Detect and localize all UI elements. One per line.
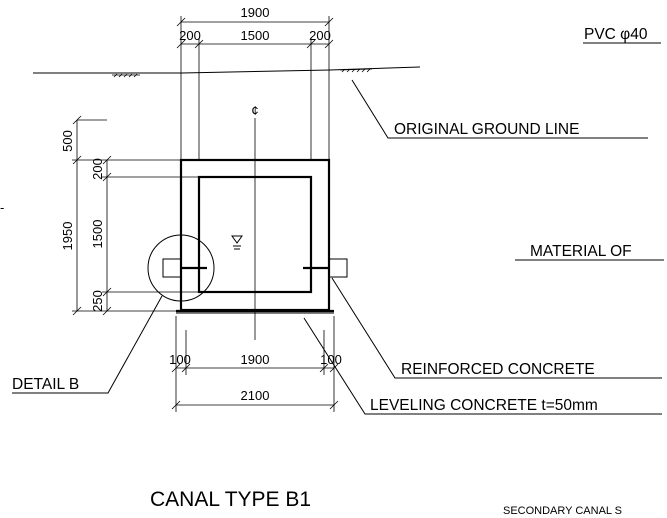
dim-left-1950: 1950 [60,222,75,251]
top-dimensions: 1900 200 1500 200 [176,5,334,160]
pvc-pipe-right [303,258,348,278]
dim-bottom-right: 100 [320,352,342,367]
title-secondary-canal: SECONDARY CANAL S [503,505,622,517]
dim-left-500: 500 [60,130,75,152]
dim-bottom-total: 2100 [241,388,270,403]
title-canal-type: CANAL TYPE B1 [150,488,311,511]
label-original-ground-line: ORIGINAL GROUND LINE [394,121,579,138]
detail-b-circle [147,234,215,302]
label-leveling-concrete: LEVELING CONCRETE t=50mm [370,397,598,414]
dim-left-1500: 1500 [90,220,105,249]
ground-line [33,66,421,78]
ground-hatch-left [112,73,140,78]
water-level-symbol [231,235,243,250]
dim-top-total: 1900 [241,5,270,20]
canal-inner-channel [197,175,313,294]
dim-bottom-inner: 1900 [241,352,270,367]
label-reinforced-concrete: REINFORCED CONCRETE [401,361,595,378]
dim-bottom-left: 100 [169,352,191,367]
bottom-dimensions: 100 1900 100 2100 [169,316,342,412]
label-material-of: MATERIAL OF [530,243,632,260]
dim-top-left-wall: 200 [179,28,201,43]
left-dimensions: 500 200 1950 1500 250 [60,115,199,316]
dim-top-right-wall: 200 [309,28,331,43]
dim-left-250: 250 [90,290,105,312]
label-detail-b: DETAIL B [12,376,79,393]
dim-top-inner: 1500 [241,28,270,43]
pvc-pipe-left [162,258,207,278]
leveling-concrete [176,309,334,314]
ground-hatch-right [339,68,373,73]
centerline: ¢ [251,103,259,340]
centerline-symbol: ¢ [251,103,258,118]
label-pvc: PVC φ40 [584,26,648,43]
leader-lines [12,42,664,415]
label-edge-mark: - [0,200,4,215]
dim-left-200: 200 [90,158,105,180]
